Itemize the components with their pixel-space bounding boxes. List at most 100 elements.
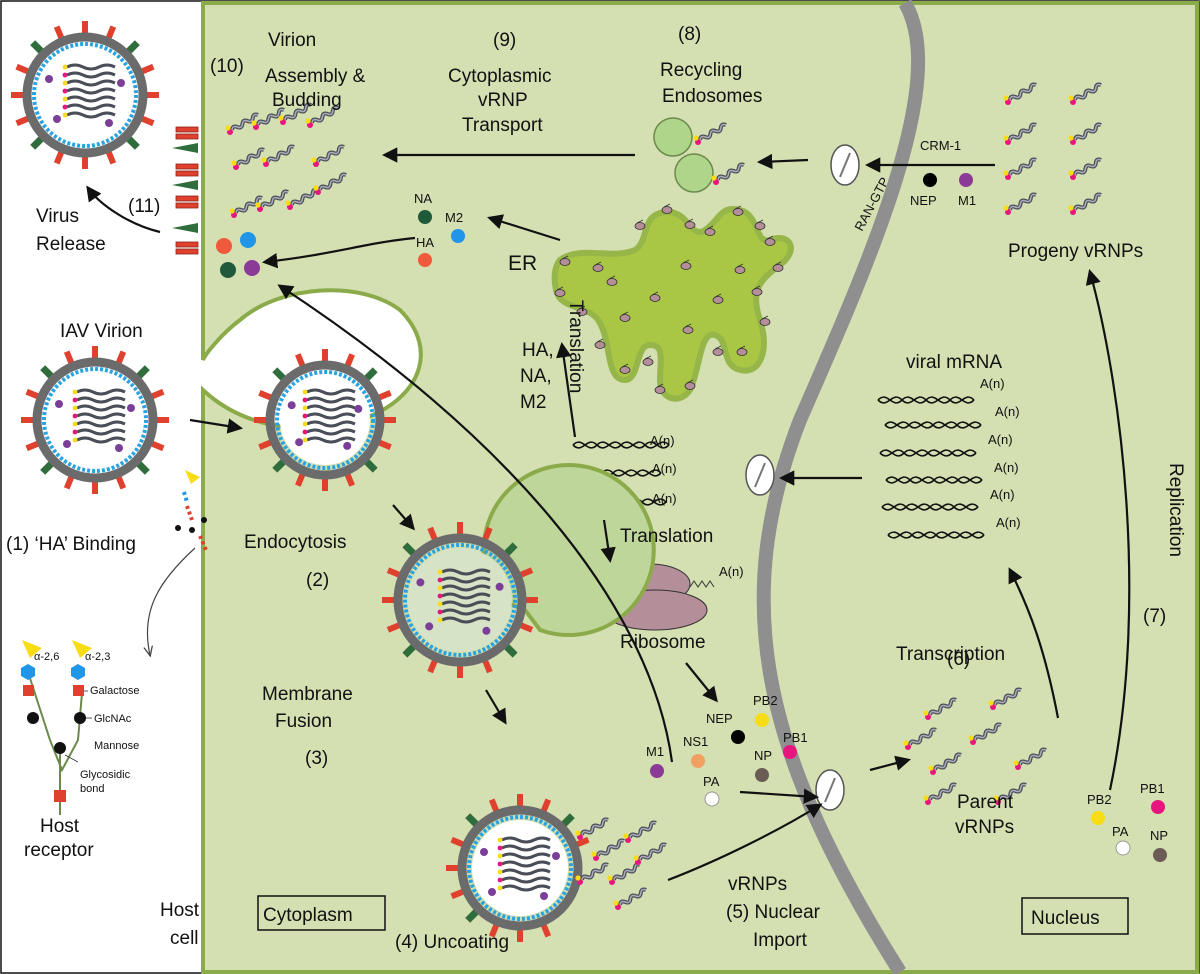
label-vrnp: vRNP: [478, 90, 528, 111]
label-translation-vertical: Translation: [565, 300, 586, 393]
label-transcription: Transcription: [896, 644, 1005, 665]
svg-text:A(n): A(n): [990, 487, 1015, 502]
host-cell: [201, 1, 1199, 974]
label-pa-cyto: PA: [703, 774, 720, 789]
nuclear-pore: [815, 769, 845, 811]
svg-text:A(n): A(n): [994, 460, 1019, 475]
endosome: [481, 463, 656, 637]
nucleus-frame: [1021, 897, 1129, 935]
label-pa-nuc: PA: [1112, 824, 1129, 839]
label-na: NA,: [520, 366, 552, 387]
label-step6-num: (6): [947, 649, 970, 670]
virion-uncoating: [446, 794, 590, 942]
label-m1-nucleus: M1: [958, 193, 976, 208]
label-receptor: receptor: [24, 840, 94, 861]
label-nep-nucleus: NEP: [910, 193, 937, 208]
label-progeny: Progeny vRNPs: [1008, 241, 1143, 262]
label-viral-mrna: viral mRNA: [906, 352, 1002, 373]
label-uncoating: (4) Uncoating: [395, 932, 509, 953]
label-parent-vrnps: vRNPs: [955, 817, 1014, 838]
label-step10-num: (10): [210, 56, 244, 77]
label-m2: M2: [520, 392, 546, 413]
virion-iav: [21, 346, 169, 494]
label-transport: Transport: [462, 115, 543, 136]
membrane-spikes: [172, 126, 199, 255]
label-bond: bond: [80, 783, 104, 795]
label-er: ER: [508, 252, 537, 275]
label-vrnps: vRNPs: [728, 874, 787, 895]
label-host: Host: [160, 900, 200, 921]
polya-labels: A(n) A(n) A(n) A(n) A(n) A(n) A(n) A(n) …: [650, 376, 1021, 579]
recycling-endosome: [653, 117, 693, 157]
label-recycling: Recycling: [660, 60, 742, 81]
virions: [11, 21, 669, 942]
label-import: Import: [753, 930, 808, 951]
label-ribosome: Ribosome: [620, 632, 706, 653]
ha-binding-chain: [175, 470, 208, 551]
label-glycosidic: Glycosidic: [80, 769, 131, 781]
protein-dots: [418, 173, 1167, 862]
label-assembly: Assembly &: [265, 66, 366, 87]
virion-released: [11, 21, 159, 169]
label-pb1-nuc: PB1: [1140, 781, 1165, 796]
nuclear-pore: [830, 144, 860, 186]
label-alpha26: α-2,6: [34, 651, 59, 663]
label-step7-num: (7): [1143, 606, 1166, 627]
host-receptor-glycan: [21, 640, 92, 815]
virion-fusion: [382, 522, 538, 678]
label-budding: Budding: [272, 90, 342, 111]
virion-endocytosed: [254, 349, 396, 491]
label-step11-num: (11): [128, 196, 160, 217]
label-ha-dot: HA: [416, 235, 434, 250]
label-nep-cyto: NEP: [706, 711, 733, 726]
label-alpha23: α-2,3: [85, 651, 110, 663]
label-np-cyto: NP: [754, 748, 772, 763]
nuclear-pore: [745, 454, 775, 496]
label-ha: HA,: [522, 340, 554, 361]
cytoplasm-frame: [257, 895, 386, 931]
label-nucleus: Nucleus: [1031, 908, 1100, 929]
arrows: [86, 147, 1131, 882]
svg-text:A(n): A(n): [996, 515, 1021, 530]
label-fusion: Fusion: [275, 711, 332, 732]
svg-text:A(n): A(n): [719, 564, 744, 579]
label-glcnac: GlcNAc: [94, 713, 132, 725]
label-na-dot: NA: [414, 191, 432, 206]
svg-text:A(n): A(n): [652, 491, 677, 506]
svg-text:A(n): A(n): [650, 433, 675, 448]
label-pb1-cyto: PB1: [783, 730, 808, 745]
svg-text:A(n): A(n): [652, 461, 677, 476]
label-galactose: Galactose: [90, 685, 140, 697]
label-ha-binding: (1) ‘HA’ Binding: [6, 534, 136, 555]
label-crm1: CRM-1: [920, 138, 961, 153]
recycling-endosome: [674, 153, 714, 193]
label-virus: Virus: [36, 206, 79, 227]
label-step2-num: (2): [306, 570, 329, 591]
label-pb2-cyto: PB2: [753, 693, 778, 708]
label-cytoplasmic: Cytoplasmic: [448, 66, 551, 87]
svg-text:A(n): A(n): [995, 404, 1020, 419]
label-nuclear: (5) Nuclear: [726, 902, 821, 923]
label-np-nuc: NP: [1150, 828, 1168, 843]
label-iav-virion: IAV Virion: [60, 321, 143, 342]
label-virion: Virion: [268, 30, 316, 51]
svg-text:A(n): A(n): [980, 376, 1005, 391]
label-m1-cyto: M1: [646, 744, 664, 759]
label-step8-num: (8): [678, 24, 701, 45]
label-endocytosis: Endocytosis: [244, 532, 346, 553]
label-pb2-nuc: PB2: [1087, 792, 1112, 807]
label-membrane: Membrane: [262, 684, 353, 705]
svg-text:A(n): A(n): [988, 432, 1013, 447]
label-translation: Translation: [620, 526, 713, 547]
label-step9-num: (9): [493, 30, 516, 51]
label-parent: Parent: [957, 792, 1014, 813]
label-step3-num: (3): [305, 748, 328, 769]
label-cytoplasm: Cytoplasm: [263, 905, 353, 926]
label-ns1: NS1: [683, 734, 708, 749]
label-release: Release: [36, 234, 106, 255]
label-replication: Replication: [1165, 463, 1186, 557]
label-host-receptor: Host: [40, 816, 80, 837]
label-cell: cell: [170, 928, 199, 949]
